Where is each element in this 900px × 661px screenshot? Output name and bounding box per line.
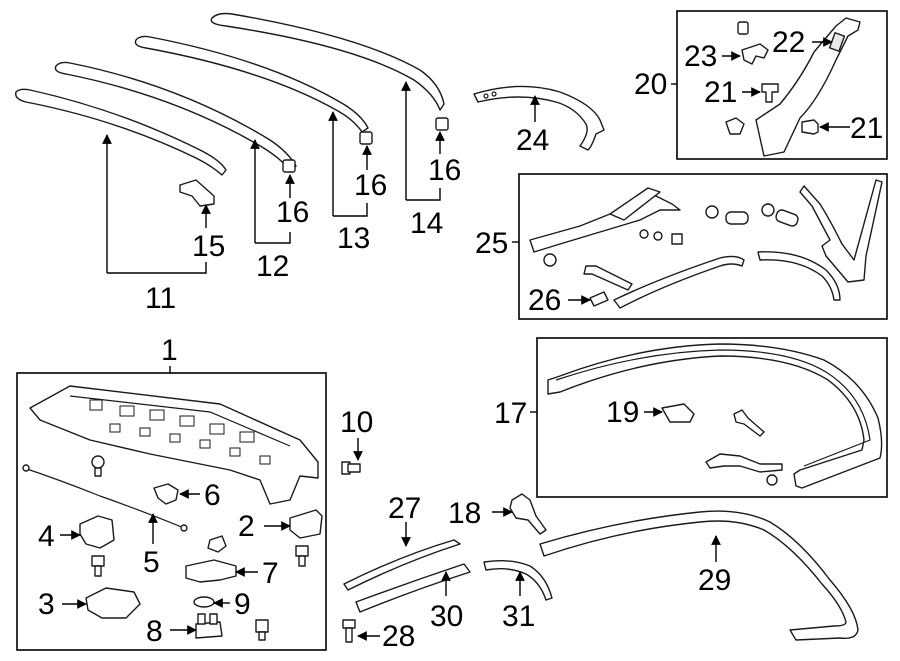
linkage-25 <box>529 187 681 253</box>
bolt-tray <box>91 455 105 477</box>
bolt-2 <box>295 545 309 567</box>
cable-5 <box>22 464 188 532</box>
callout-14: 14 <box>410 207 443 240</box>
seal-frame-17 <box>547 343 883 489</box>
callout-7: 7 <box>262 557 279 590</box>
callout-23: 23 <box>684 40 717 73</box>
bracket-15 <box>179 179 215 207</box>
bracket-3 <box>85 587 141 619</box>
bolt-17 <box>733 409 765 437</box>
callout-21b: 21 <box>850 112 883 145</box>
bolt-10 <box>341 461 361 475</box>
latch-assembly-22 <box>755 17 861 157</box>
callout-25: 25 <box>475 227 508 260</box>
callout-17: 17 <box>494 397 527 430</box>
seal-29 <box>539 510 859 641</box>
bracket-2 <box>289 509 323 539</box>
callout-9: 9 <box>234 588 251 621</box>
callout-27: 27 <box>388 492 421 525</box>
callout-6: 6 <box>204 479 221 512</box>
callout-19: 19 <box>606 396 639 429</box>
weatherstrip-rail-14 <box>210 12 445 111</box>
bracket-4 <box>79 515 115 549</box>
callout-15: 15 <box>192 230 225 263</box>
callout-8: 8 <box>146 615 163 648</box>
bracket-18 <box>509 493 547 535</box>
clip-16a <box>282 159 296 173</box>
callout-1: 1 <box>161 334 178 367</box>
callout-5: 5 <box>143 546 160 579</box>
callout-31: 31 <box>502 600 535 633</box>
rail-seal-25 <box>613 251 841 309</box>
bolt-4 <box>91 555 105 577</box>
nut-21 <box>725 117 745 135</box>
clip-6 <box>153 483 179 505</box>
callout-24: 24 <box>516 124 549 157</box>
weatherstrip-rail-13 <box>134 35 369 133</box>
callout-26: 26 <box>528 284 561 317</box>
callout-2: 2 <box>238 510 255 543</box>
callout-16a: 16 <box>276 196 309 229</box>
package-tray-1 <box>29 385 319 505</box>
callout-3: 3 <box>38 588 55 621</box>
nut-tray <box>207 535 227 553</box>
box-25 <box>518 173 888 320</box>
latch-7 <box>185 559 237 583</box>
callout-29: 29 <box>698 564 731 597</box>
box-17 <box>536 337 888 498</box>
hinge-arm-24 <box>473 85 605 151</box>
box-1 <box>16 372 327 651</box>
callout-11: 11 <box>145 282 176 315</box>
bolt-8 <box>255 619 269 641</box>
callout-22: 22 <box>772 26 805 59</box>
bracket-17 <box>705 453 783 486</box>
callout-12: 12 <box>256 250 289 283</box>
clip-26 <box>589 291 609 307</box>
box-20 <box>676 10 888 160</box>
bolt-28 <box>342 619 356 643</box>
clip-19 <box>661 403 695 423</box>
callout-21a: 21 <box>704 76 737 109</box>
callout-30: 30 <box>430 600 463 633</box>
callout-4: 4 <box>38 520 55 553</box>
callout-16b: 16 <box>354 169 387 202</box>
clip-16b <box>359 131 373 145</box>
callout-18: 18 <box>448 497 481 530</box>
grommet-9 <box>193 596 215 608</box>
bolt-21b <box>801 119 819 135</box>
callout-20: 20 <box>634 68 667 101</box>
handle-23 <box>737 21 769 65</box>
callout-16c: 16 <box>428 154 461 187</box>
clip-16c <box>435 117 449 131</box>
weatherstrip-rail-11 <box>15 88 227 176</box>
hinge-bracket-25 <box>799 179 883 283</box>
fastener-8 <box>195 613 223 639</box>
callout-10: 10 <box>340 406 373 439</box>
hardware-25 <box>543 203 799 291</box>
callout-28: 28 <box>382 620 415 653</box>
seal-corner-31 <box>483 559 553 601</box>
seal-strip-27 <box>343 539 461 591</box>
bolt-21a <box>761 83 779 103</box>
callout-13: 13 <box>337 222 370 255</box>
